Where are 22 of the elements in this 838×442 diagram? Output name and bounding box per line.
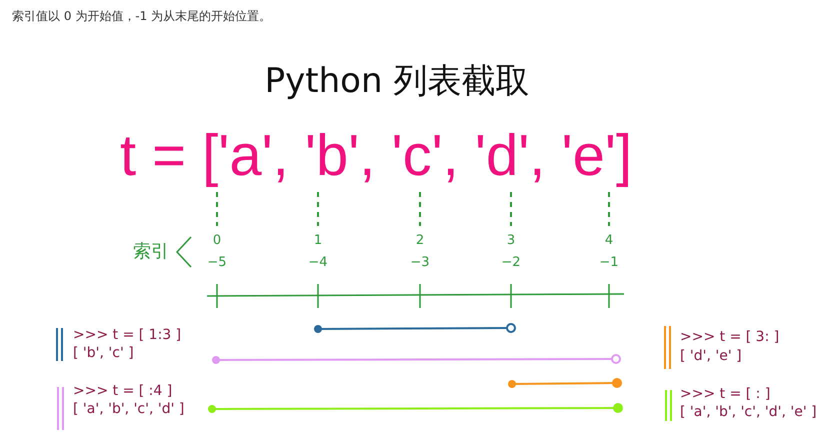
output-line: [ 'a', 'b', 'c', 'd' ]: [73, 402, 184, 416]
index-number: 0: [212, 234, 222, 247]
index-number: 2: [416, 234, 424, 247]
title: Python 列表截取: [264, 64, 530, 98]
index-number: −2: [501, 256, 521, 269]
output-line: [ 'd', 'e' ]: [680, 349, 742, 363]
code-line: >>> t = [ 3: ]: [680, 330, 780, 344]
note-text: 索引值以 0 为开始值，-1 为从末尾的开始位置。: [12, 10, 272, 22]
index-number: −1: [599, 256, 619, 269]
index-number: −3: [410, 256, 430, 269]
output-line: [ 'a', 'b', 'c', 'd', 'e' ]: [680, 405, 817, 419]
output-line: [ 'b', 'c' ]: [73, 346, 134, 360]
index-label: 索引: [133, 243, 169, 261]
index-number: −5: [207, 256, 227, 269]
index-number: 4: [604, 234, 614, 247]
code-line: >>> t = [ 1:3 ]: [73, 328, 182, 342]
code-line: >>> t = [ : ]: [680, 387, 770, 401]
list-expression: t = ['a', 'b', 'c', 'd', 'e']: [120, 127, 632, 185]
index-number: 1: [314, 234, 322, 247]
code-line: >>> t = [ :4 ]: [73, 384, 172, 398]
index-number: 3: [506, 234, 516, 247]
index-number: −4: [308, 256, 328, 269]
